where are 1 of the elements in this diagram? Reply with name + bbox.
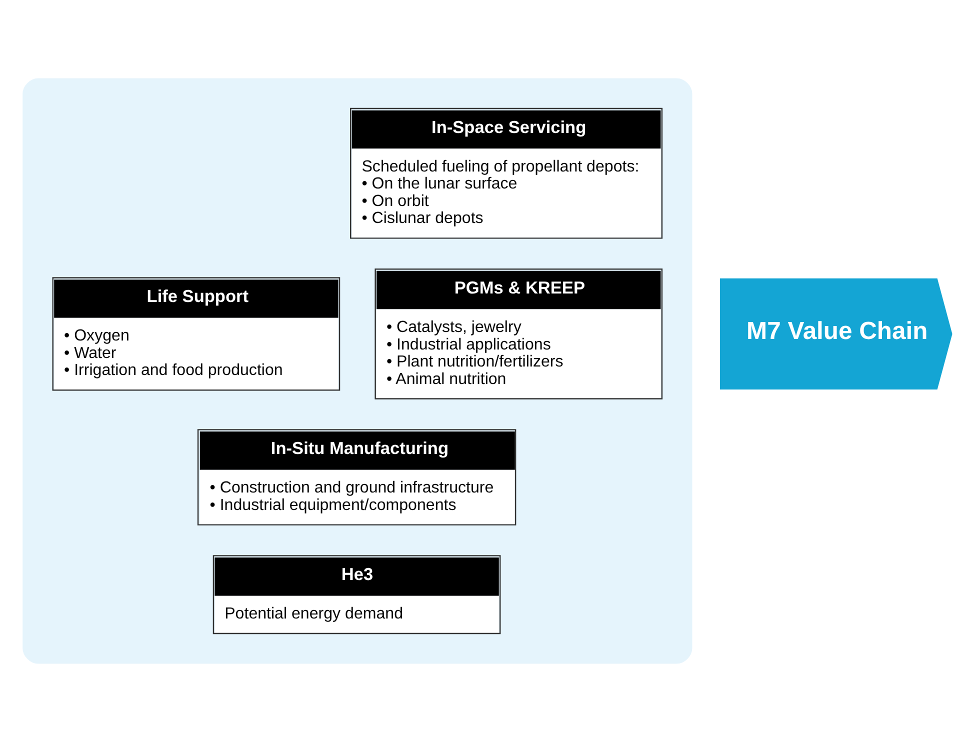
cluster (22, 78, 692, 664)
